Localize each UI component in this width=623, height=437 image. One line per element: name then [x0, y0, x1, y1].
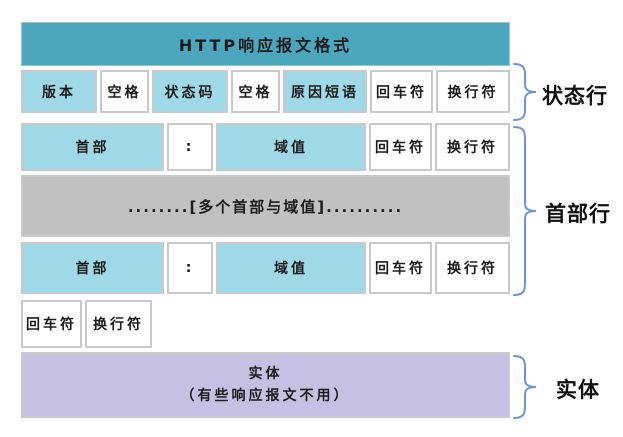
cell-cr-blank: 回车符 [21, 300, 82, 348]
brace-header-lines-icon [511, 125, 539, 297]
cell-value-2: 域值 [216, 242, 366, 294]
cell-status-code: 状态码 [152, 70, 228, 113]
label-header-lines: 首部行 [545, 202, 611, 226]
header-line-row-2: 首部 : 域值 回车符 换行符 [21, 242, 510, 294]
entity-line-2: （有些响应报文不用） [180, 388, 351, 404]
cell-lf-header1: 换行符 [435, 123, 510, 171]
diagram-title: HTTP响应报文格式 [21, 22, 510, 66]
label-status-line: 状态行 [542, 84, 608, 108]
more-headers-band: ........[多个首部与域值].......... [21, 175, 510, 237]
blank-line-row: 回车符 换行符 [21, 300, 510, 348]
cell-colon-1: : [167, 123, 213, 171]
brace-status-line-icon [511, 62, 539, 122]
cell-cr-status: 回车符 [370, 70, 433, 113]
cell-header-2: 首部 [21, 242, 164, 294]
brace-entity-icon [511, 354, 539, 420]
cell-reason-phrase: 原因短语 [283, 70, 367, 113]
cell-value-1: 域值 [216, 123, 366, 171]
cell-space-1: 空格 [100, 70, 149, 113]
cell-space-2: 空格 [231, 70, 280, 113]
cell-cr-header1: 回车符 [369, 123, 432, 171]
label-entity: 实体 [556, 378, 600, 402]
cell-cr-header2: 回车符 [369, 242, 432, 294]
cell-lf-blank: 换行符 [85, 300, 152, 348]
cell-colon-2: : [167, 242, 213, 294]
cell-header-1: 首部 [21, 123, 164, 171]
cell-version: 版本 [21, 70, 97, 113]
entity-body-band: 实体 （有些响应报文不用） [21, 352, 510, 418]
status-line-row: 版本 空格 状态码 空格 原因短语 回车符 换行符 [21, 70, 510, 113]
message-structure: HTTP响应报文格式 版本 空格 状态码 空格 原因短语 回车符 换行符 首部 … [21, 22, 510, 418]
cell-lf-header2: 换行符 [435, 242, 510, 294]
cell-lf-status: 换行符 [436, 70, 510, 113]
entity-line-1: 实体 [248, 365, 283, 382]
header-line-row-1: 首部 : 域值 回车符 换行符 [21, 123, 510, 171]
